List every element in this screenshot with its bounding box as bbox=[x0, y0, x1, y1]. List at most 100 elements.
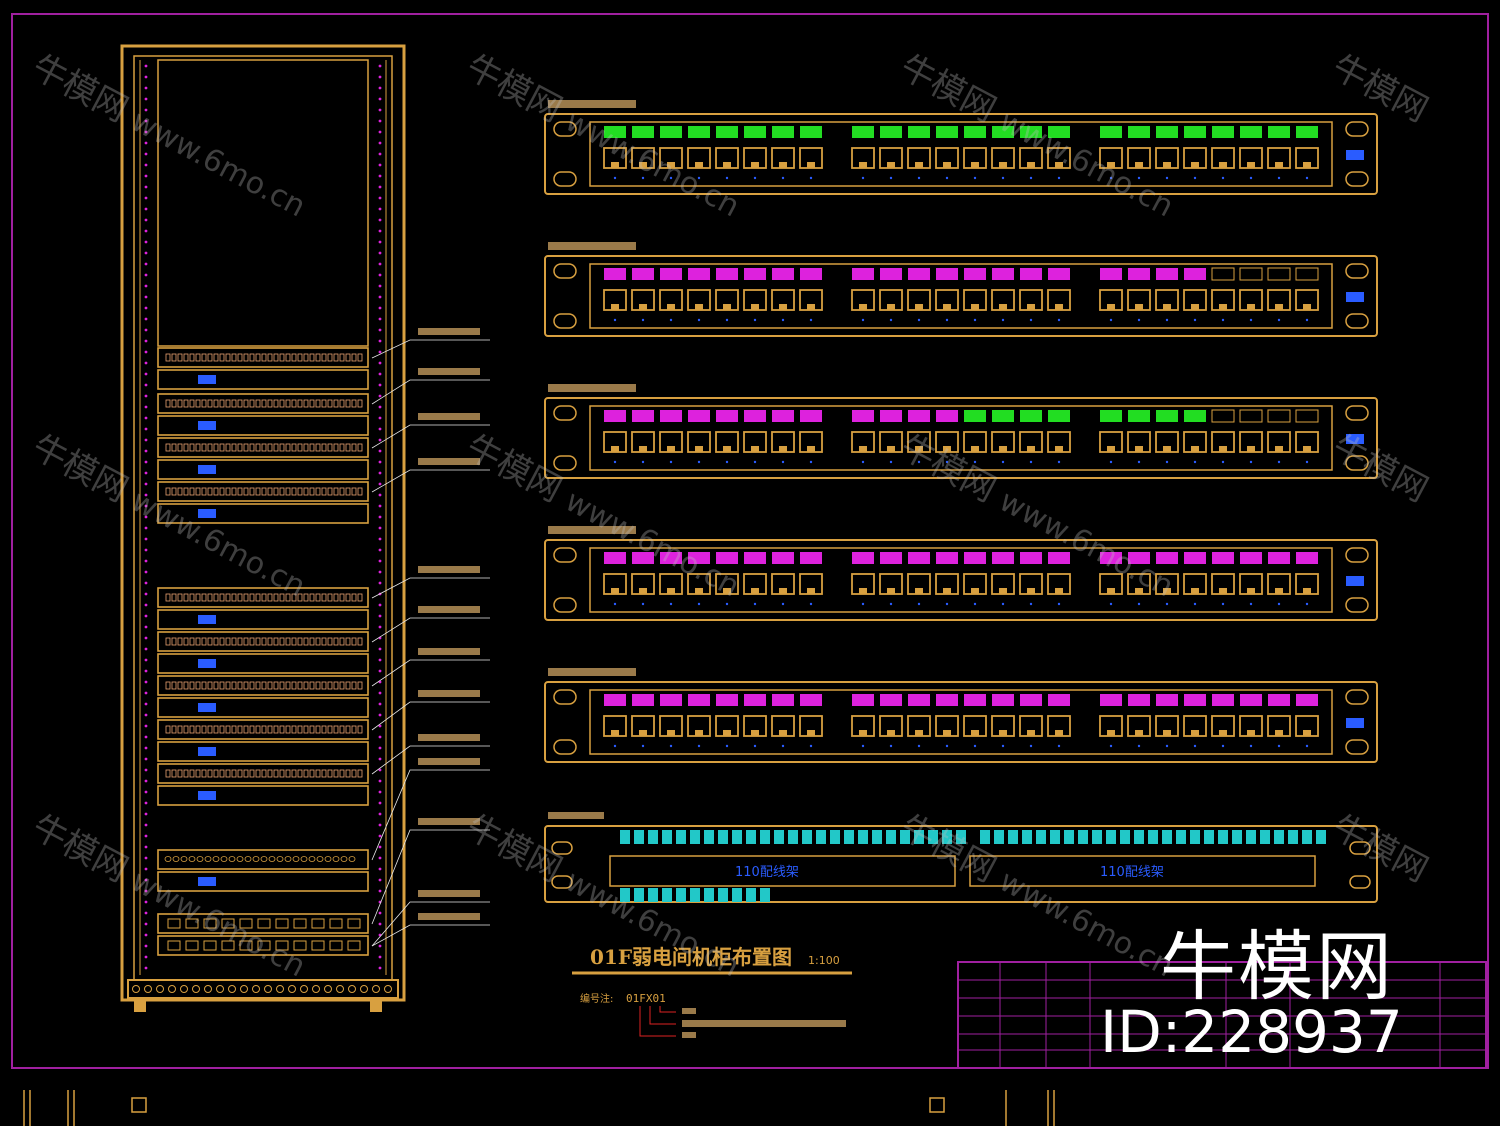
rack-unit-fiber-port bbox=[196, 856, 204, 862]
rack-unit-label-mark bbox=[198, 615, 216, 624]
port-number-mark bbox=[1221, 602, 1225, 606]
fiber-port bbox=[718, 888, 728, 902]
rj45-latch bbox=[971, 588, 979, 594]
mount-slot bbox=[1345, 597, 1369, 613]
rail-hole bbox=[144, 900, 148, 904]
rack-unit-port bbox=[351, 681, 357, 690]
rack-unit-port bbox=[201, 443, 207, 452]
port-number-mark bbox=[1001, 318, 1005, 322]
rack-unit-port bbox=[201, 725, 207, 734]
rj45-latch bbox=[723, 304, 731, 310]
rail-hole bbox=[378, 966, 382, 970]
callout-label-mark bbox=[418, 413, 480, 420]
port-label bbox=[660, 694, 682, 706]
rail-hole bbox=[144, 647, 148, 651]
rack-unit bbox=[157, 347, 369, 368]
rack-unit-port bbox=[207, 443, 213, 452]
rack-unit-port bbox=[165, 637, 171, 646]
rack-unit-port bbox=[177, 443, 183, 452]
rack-unit-port bbox=[213, 443, 219, 452]
rail-hole bbox=[144, 350, 148, 354]
port-number-mark bbox=[1165, 744, 1169, 748]
port-number-mark bbox=[613, 744, 617, 748]
rj45-latch bbox=[915, 730, 923, 736]
rail-hole bbox=[144, 570, 148, 574]
rail-hole bbox=[144, 174, 148, 178]
rail-hole bbox=[378, 306, 382, 310]
rail-hole bbox=[144, 933, 148, 937]
rack-unit-port bbox=[321, 681, 327, 690]
fiber-port bbox=[634, 888, 644, 902]
port-number-mark bbox=[1001, 460, 1005, 464]
rack-unit-fiber-port bbox=[204, 856, 212, 862]
port-number-mark bbox=[1277, 460, 1281, 464]
rack-unit-port bbox=[297, 487, 303, 496]
rail-hole bbox=[378, 97, 382, 101]
fiber-port bbox=[858, 830, 868, 844]
rail-hole bbox=[378, 460, 382, 464]
rack-unit-port bbox=[213, 769, 219, 778]
patch-panel-faceplate bbox=[589, 263, 1333, 329]
rack-unit-port bbox=[225, 725, 231, 734]
rail-hole bbox=[144, 218, 148, 222]
rack-unit bbox=[157, 849, 369, 870]
rail-hole bbox=[144, 592, 148, 596]
rack-unit-port bbox=[345, 725, 351, 734]
rack-unit-port bbox=[249, 399, 255, 408]
rail-hole bbox=[144, 548, 148, 552]
rail-hole bbox=[144, 702, 148, 706]
patch-panel-frame bbox=[544, 681, 1378, 763]
rj45-latch bbox=[971, 446, 979, 452]
rail-hole bbox=[378, 834, 382, 838]
fiber-panel-inner-left bbox=[609, 855, 956, 887]
callout-label-mark bbox=[418, 818, 480, 825]
rj45-latch bbox=[807, 588, 815, 594]
rack-unit-port bbox=[207, 769, 213, 778]
fiber-port bbox=[1064, 830, 1074, 844]
rack-unit-port bbox=[165, 353, 171, 362]
code-note-3 bbox=[682, 1032, 696, 1038]
rack-unit-port bbox=[183, 353, 189, 362]
rack-unit-port bbox=[345, 443, 351, 452]
port-label bbox=[1184, 410, 1206, 422]
mount-slot bbox=[1345, 689, 1369, 705]
rail-hole bbox=[144, 86, 148, 90]
rack-unit-port bbox=[261, 399, 267, 408]
rail-hole bbox=[144, 207, 148, 211]
rack-unit-port bbox=[333, 487, 339, 496]
port-label bbox=[1184, 126, 1206, 138]
rail-hole bbox=[378, 757, 382, 761]
rj45-latch bbox=[943, 162, 951, 168]
rack-unit-port bbox=[165, 399, 171, 408]
rj45-latch bbox=[1247, 588, 1255, 594]
sheet-edge-marks bbox=[23, 1090, 1055, 1126]
rack-unit-port bbox=[333, 593, 339, 602]
rack-unit-port bbox=[231, 769, 237, 778]
rack-unit-port bbox=[333, 725, 339, 734]
port-label bbox=[992, 694, 1014, 706]
port-label bbox=[964, 552, 986, 564]
rack-unit-switch-port bbox=[185, 940, 199, 951]
port-number-mark bbox=[1029, 460, 1033, 464]
rail-hole bbox=[144, 449, 148, 453]
rail-hole bbox=[378, 548, 382, 552]
rack-unit-port bbox=[315, 637, 321, 646]
port-number-mark bbox=[669, 460, 673, 464]
rack-unit-fiber-port bbox=[212, 856, 220, 862]
port-label bbox=[1268, 126, 1290, 138]
fiber-port bbox=[1092, 830, 1102, 844]
port-number-mark bbox=[809, 318, 813, 322]
rack-cabinet bbox=[120, 44, 406, 1012]
rack-unit-port bbox=[219, 399, 225, 408]
rj45-latch bbox=[1247, 304, 1255, 310]
rack-unit bbox=[157, 481, 369, 502]
rack-unit-fiber-port bbox=[348, 856, 356, 862]
port-number-mark bbox=[1057, 602, 1061, 606]
port-number-mark bbox=[781, 318, 785, 322]
rack-unit-port bbox=[321, 443, 327, 452]
rack-unit-port bbox=[279, 769, 285, 778]
rack-unit bbox=[157, 653, 369, 674]
port-number-mark bbox=[945, 176, 949, 180]
mount-slot bbox=[1345, 455, 1369, 471]
port-label-empty bbox=[1211, 267, 1235, 281]
